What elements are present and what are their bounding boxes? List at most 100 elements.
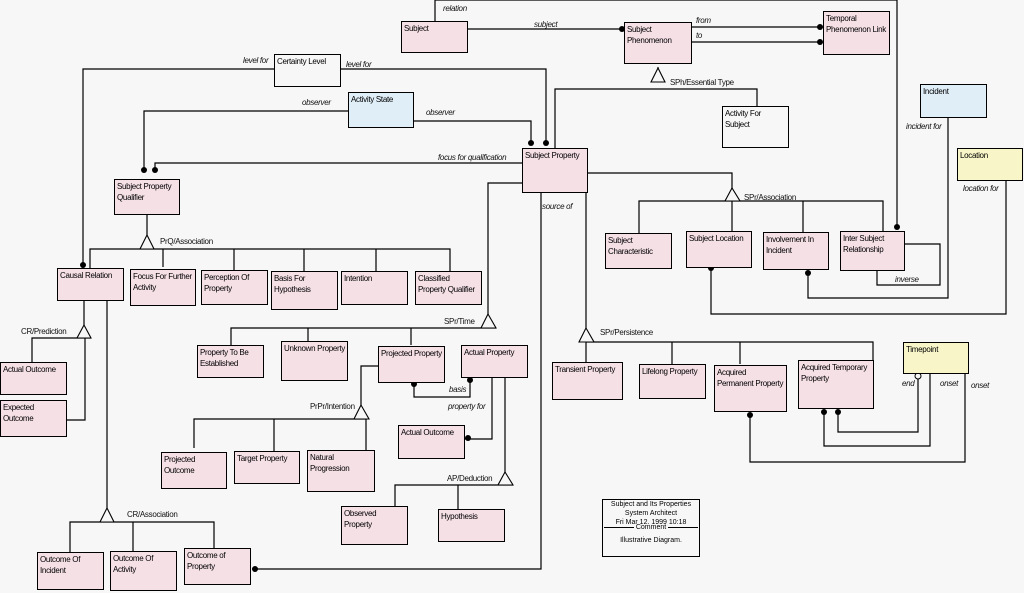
onset-2-line	[749, 374, 966, 463]
relation-label: source of	[542, 202, 573, 211]
connector-dot	[805, 270, 811, 276]
entity-perception-of-property[interactable]: Perception Of Property	[201, 270, 268, 305]
relation-label: incident for	[906, 122, 942, 131]
generalization-label: AP/Deduction	[447, 474, 493, 483]
entity-actual-outcome-left[interactable]: Actual Outcome	[0, 362, 67, 395]
entity-subject[interactable]: Subject	[401, 21, 468, 53]
entity-property-to-be-established[interactable]: Property To Be Established	[197, 345, 264, 378]
entity-classified-property-qualifier[interactable]: Classified Property Qualifier	[415, 271, 482, 305]
entity-unknown-property[interactable]: Unknown Property	[281, 341, 348, 381]
connector-dot	[821, 409, 827, 415]
level-for-left-line	[82, 68, 274, 268]
entity-temporal-phenomenon-link[interactable]: Temporal Phenomenon Link	[823, 11, 890, 55]
generalization-triangle	[650, 66, 666, 83]
entity-hypothesis[interactable]: Hypothesis	[438, 509, 505, 542]
property-for-line	[465, 377, 493, 440]
connector-dot	[543, 140, 549, 146]
note-timestamp: Fri Mar 12, 1999 10:18	[615, 519, 687, 526]
generalization-label: PrPr/Intention	[310, 402, 355, 411]
entity-inter-subject-relationship[interactable]: Inter Subject Relationship	[840, 231, 905, 271]
connector-dot	[619, 26, 625, 32]
connector-dot	[252, 566, 258, 572]
entity-subject-location[interactable]: Subject Location	[686, 231, 752, 268]
relation-line	[434, 0, 898, 225]
entity-actual-property[interactable]: Actual Property	[461, 345, 528, 378]
incident-for-line	[807, 117, 949, 299]
relation-label: property for	[448, 402, 486, 411]
connector-dot	[835, 409, 841, 415]
generalization-triangle	[76, 323, 92, 339]
entity-acquired-permanent-property[interactable]: Acquired Permanent Property	[714, 365, 787, 412]
entity-subject-property[interactable]: Subject Property	[522, 148, 588, 193]
note-title: Subject and Its Properties	[610, 501, 692, 508]
observer-right-line	[414, 120, 532, 145]
entity-outcome-of-incident[interactable]: Outcome Of Incident	[37, 552, 104, 590]
generalization-label: SPh/Essential Type	[670, 78, 734, 87]
entity-projected-outcome[interactable]: Projected Outcome	[161, 452, 227, 489]
entity-activity-state[interactable]: Activity State	[348, 92, 414, 128]
generalization-triangle	[139, 233, 155, 250]
entity-outcome-of-property[interactable]: Outcome of Property	[184, 548, 251, 585]
note-separator: Comment	[604, 524, 698, 536]
entity-timepoint[interactable]: Timepoint	[903, 342, 969, 374]
entity-activity-for-subject[interactable]: Activity For Subject	[722, 106, 789, 148]
entity-certainty-level[interactable]: Certainty Level	[274, 54, 341, 87]
diagram-note: Subject and Its Properties System Archit…	[602, 499, 700, 557]
observer-left-line	[143, 110, 348, 169]
connector-dot	[817, 24, 823, 30]
relation-label: from	[696, 16, 711, 25]
entity-subject-property-qualifier[interactable]: Subject Property Qualifier	[114, 179, 180, 215]
inverse-line	[876, 243, 941, 286]
onset-1-line	[823, 374, 931, 447]
relation-label: observer	[426, 108, 455, 117]
entity-acquired-temporary-property[interactable]: Acquired Temporary Property	[798, 360, 874, 409]
entity-observed-property[interactable]: Observed Property	[341, 506, 408, 545]
generalization-triangle	[480, 312, 497, 329]
generalization-triangle	[578, 326, 595, 343]
entity-causal-relation[interactable]: Causal Relation	[57, 268, 124, 301]
entity-transient-property[interactable]: Transient Property	[552, 362, 623, 400]
generalization-triangle	[99, 506, 115, 523]
relation-label: onset	[971, 381, 990, 390]
note-tool: System Architect	[624, 510, 678, 517]
location-for-line	[710, 180, 1007, 315]
generalization-label: SPr/Persistence	[600, 328, 653, 337]
entity-basis-for-hypothesis[interactable]: Basis For Hypothesis	[271, 271, 338, 310]
generalization-triangle	[353, 403, 370, 420]
entity-subject-phenomenon[interactable]: Subject Phenomenon	[624, 22, 692, 64]
relation-label: onset	[940, 379, 959, 388]
connector-dot	[467, 377, 473, 383]
generalization-triangle	[724, 186, 741, 202]
entity-intention[interactable]: Intention	[341, 271, 408, 305]
end-line	[837, 375, 919, 433]
relation-label: basis	[449, 385, 467, 394]
generalization-label: SPr/Association	[744, 193, 796, 202]
relation-label: focus for qualification	[438, 153, 507, 162]
relation-label: level for	[346, 60, 372, 69]
entity-involvement-in-incident[interactable]: Involvement In Incident	[763, 232, 829, 270]
relation-label: end	[902, 379, 915, 388]
entity-natural-progression[interactable]: Natural Progression	[307, 450, 375, 492]
relation-label: relation	[443, 4, 467, 13]
connector-dot	[141, 167, 147, 173]
relation-label: inverse	[895, 275, 919, 284]
entity-target-property[interactable]: Target Property	[234, 451, 300, 484]
generalization-label: PrQ/Association	[160, 237, 213, 246]
entity-incident[interactable]: Incident	[920, 84, 987, 118]
entity-focus-for-further-activity[interactable]: Focus For Further Activity	[130, 269, 196, 306]
entity-location[interactable]: Location	[957, 148, 1023, 181]
entity-actual-outcome-mid[interactable]: Actual Outcome	[398, 425, 465, 459]
entity-subject-characteristic[interactable]: Subject Characteristic	[605, 233, 672, 269]
entity-expected-outcome[interactable]: Expected Outcome	[0, 400, 67, 437]
relation-label: level for	[243, 56, 269, 65]
entity-outcome-of-activity[interactable]: Outcome Of Activity	[110, 551, 177, 591]
level-for-right-line	[341, 68, 547, 145]
relation-label: subject	[534, 20, 558, 29]
entity-projected-property[interactable]: Projected Property	[378, 346, 445, 383]
entity-lifelong-property[interactable]: Lifelong Property	[639, 364, 706, 399]
basis-line	[413, 379, 471, 398]
generalization-label: SPr/Time	[444, 317, 475, 326]
connector-dot	[894, 224, 900, 230]
